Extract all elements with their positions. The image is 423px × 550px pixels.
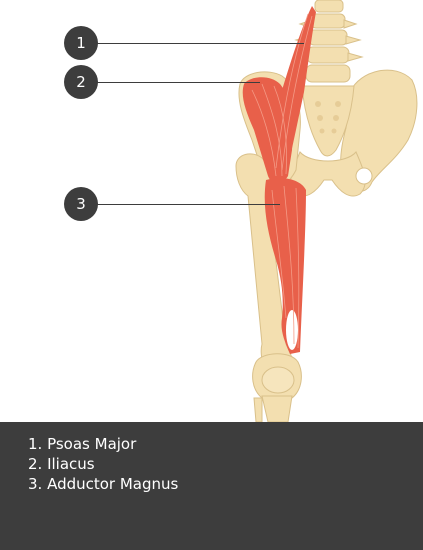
legend-item-adductor-magnus: 3. Adductor Magnus (28, 475, 179, 493)
tibia (261, 395, 293, 422)
leader-line-3 (96, 204, 280, 205)
hip-muscle-illustration (235, 0, 418, 422)
marker-1: 1 (64, 26, 98, 60)
legend-item-iliacus: 2. Iliacus (28, 455, 95, 473)
leader-line-2 (96, 82, 260, 83)
legend-item-psoas-major: 1. Psoas Major (28, 435, 137, 453)
marker-3: 3 (64, 187, 98, 221)
muscles (242, 6, 316, 354)
legend-list: 1. Psoas Major 2. Iliacus 3. Adductor Ma… (0, 422, 423, 494)
fibula (253, 397, 263, 422)
legend-panel: 1. Psoas Major 2. Iliacus 3. Adductor Ma… (0, 422, 423, 550)
sacral-foramina (315, 101, 341, 134)
marker-2: 2 (64, 65, 98, 99)
bones (235, 0, 418, 422)
adductor-magnus-muscle (264, 178, 306, 354)
sacrum (301, 85, 355, 157)
muscle-fibers (251, 13, 313, 349)
leader-line-1 (96, 43, 304, 44)
